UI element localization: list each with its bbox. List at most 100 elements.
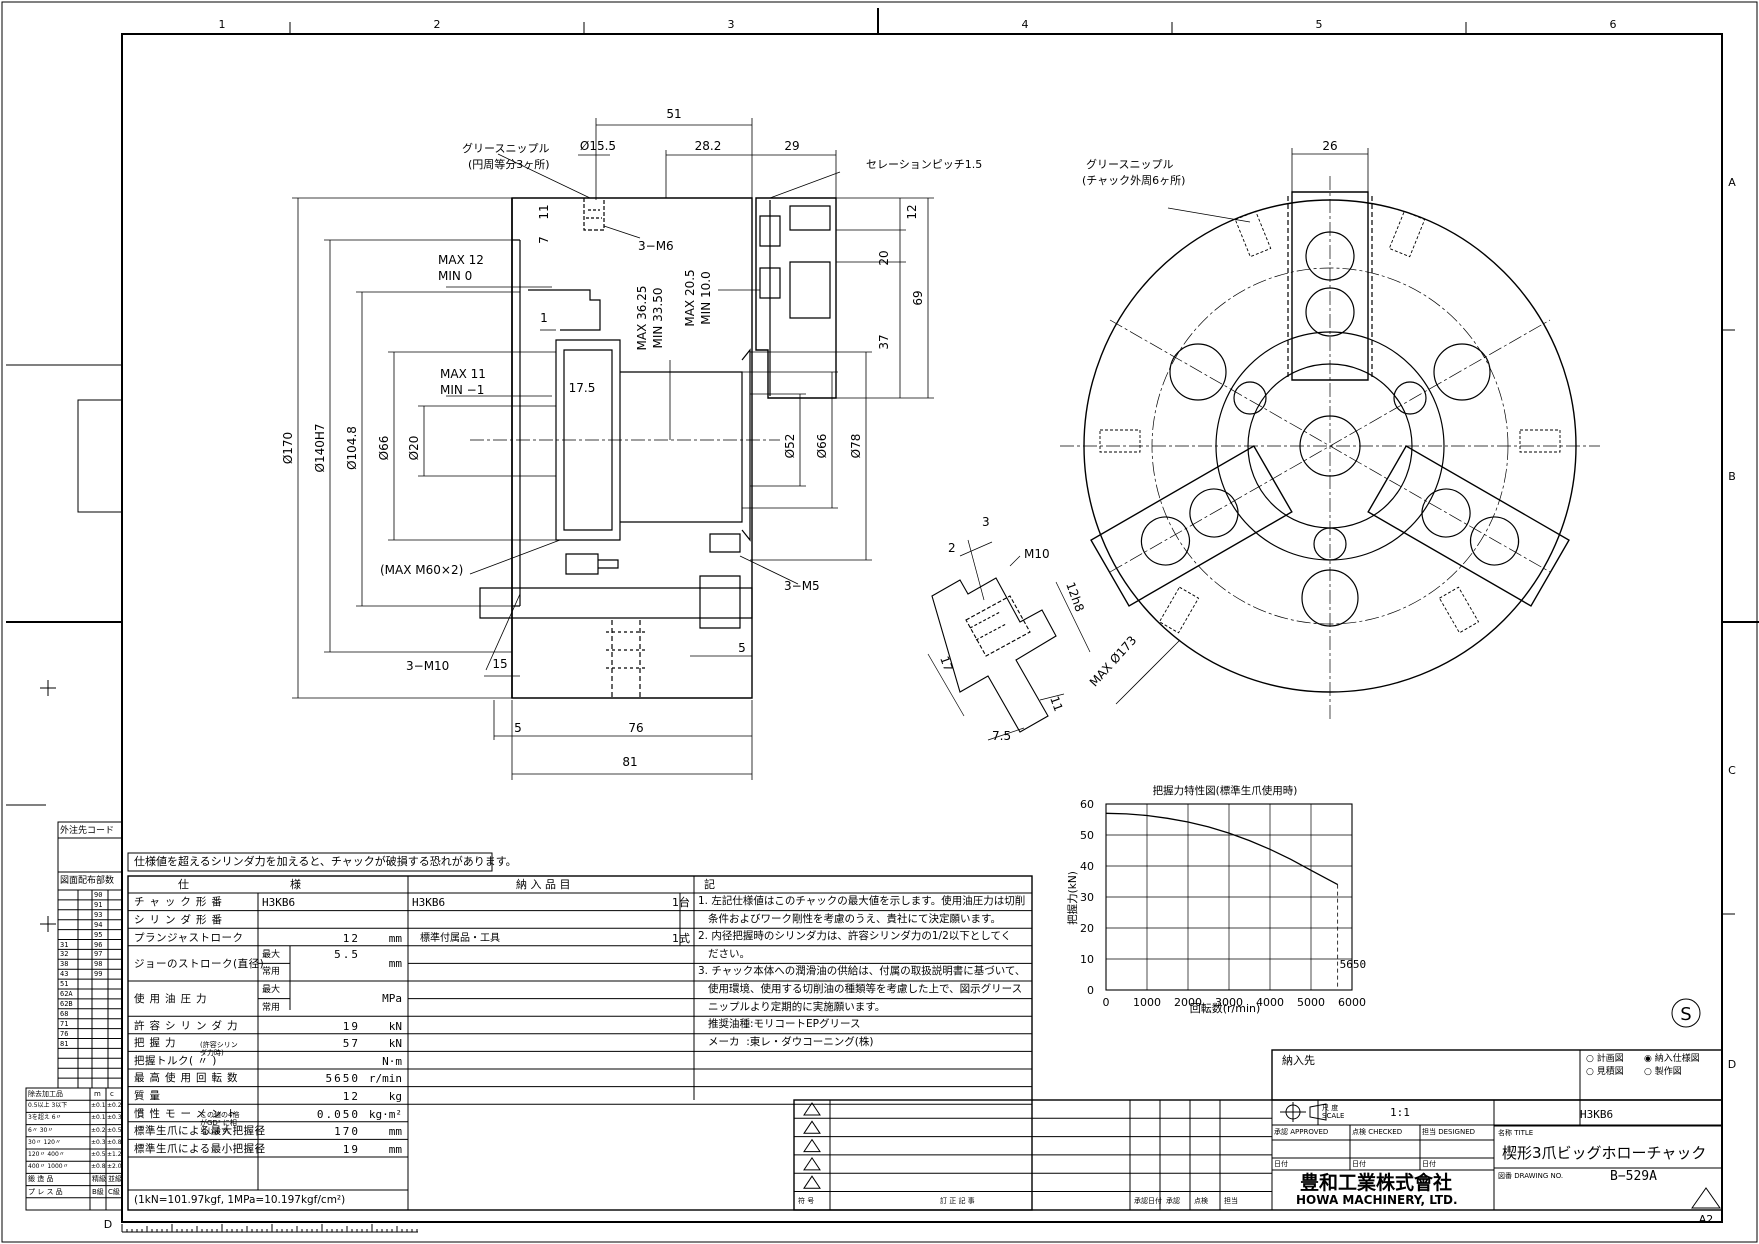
- y-tick-label: 30: [1080, 891, 1094, 904]
- grease-note-side-a: グリースニップル: [462, 141, 549, 155]
- note-line: メーカ :東レ・ダウコーニング(株): [698, 1035, 874, 1048]
- spec-value: 57: [342, 1037, 360, 1051]
- spec-value: H3KB6: [262, 896, 296, 910]
- option-label: 納入仕様図: [1654, 1054, 1700, 1064]
- revision-header: 符 号: [798, 1196, 815, 1205]
- dim-29: 29: [784, 139, 799, 153]
- spec-sub-label: 常用: [262, 967, 281, 978]
- x-tick-label: 1000: [1133, 996, 1161, 1009]
- tol-cell: 0.5以上 3以下: [28, 1102, 68, 1110]
- notes-header: 記: [704, 878, 715, 891]
- serration-note: セレーションピッチ1.5: [866, 158, 982, 171]
- jaw-m10: M10: [1024, 547, 1050, 561]
- tol-header: c: [110, 1090, 114, 1098]
- x-tick-label: 3000: [1215, 996, 1243, 1009]
- dept-cell: 71: [60, 1019, 69, 1028]
- zone-4: 4: [1022, 18, 1029, 31]
- tol-cell: ±2.0: [107, 1163, 122, 1171]
- delivery-qty-1: 1台: [672, 896, 690, 909]
- tol-foot: 鍛 造 品: [28, 1175, 54, 1184]
- note-max12: MAX 12: [438, 253, 484, 267]
- dim-81: 81: [622, 755, 637, 769]
- y-tick-label: 0: [1087, 984, 1094, 997]
- spec-label-note: この値の4倍がGD² に相当します。: [200, 1111, 240, 1135]
- jaw-dim-3: 3: [982, 515, 990, 529]
- tol-cell: ±0.3: [107, 1114, 122, 1122]
- dim-20: 20: [877, 250, 891, 265]
- note-thread: (MAX M60×2): [380, 563, 463, 577]
- spec-header-2: 様: [290, 878, 301, 891]
- code-cell: 95: [94, 930, 103, 939]
- note-m6: 3−M6: [638, 239, 674, 253]
- max-speed-label: 5650: [1340, 958, 1367, 971]
- spec-unit: kN: [388, 1019, 402, 1033]
- revision-header: 訂 正 記 事: [940, 1196, 975, 1205]
- tol-cell: ±0.3: [91, 1138, 106, 1146]
- jaw-dim-11: 11: [1047, 694, 1065, 713]
- code-cell: 98: [94, 960, 103, 969]
- radio-icon: ○: [1644, 1067, 1655, 1077]
- spec-value: 170: [334, 1125, 360, 1139]
- option-0: ○ 計画図: [1586, 1054, 1624, 1064]
- code-cell: 97: [94, 950, 103, 959]
- note-max36: MAX 36.25: [635, 286, 649, 351]
- code-cell: 90: [94, 891, 103, 899]
- revision-header: 承認日付: [1134, 1196, 1162, 1205]
- code-cell: 99: [94, 970, 103, 979]
- dim-26: 26: [1322, 139, 1337, 153]
- y-tick-label: 40: [1080, 860, 1094, 873]
- x-tick-label: 5000: [1297, 996, 1325, 1009]
- note-line: 使用環境、使用する切削油の種類等を考慮した上で、図示グリース: [698, 983, 1023, 995]
- delivery-qty-2: 1式: [672, 932, 690, 945]
- zone-2: 2: [434, 18, 441, 31]
- spec-value: 19: [342, 1019, 360, 1033]
- spec-label: ジョーのストローク(直径): [134, 957, 265, 970]
- company-name-jp: 豊和工業株式會社: [1300, 1172, 1453, 1194]
- spec-unit: mm: [388, 956, 402, 970]
- option-1: ◉ 納入仕様図: [1644, 1054, 1700, 1064]
- note-line: 推奨油種:モリコートEPグリース: [698, 1018, 861, 1031]
- approved-label: 承認 APPROVED: [1274, 1128, 1329, 1136]
- tol-cell: ±0.2: [107, 1102, 122, 1110]
- y-tick-label: 10: [1080, 953, 1094, 966]
- option-label: 製作図: [1654, 1067, 1682, 1077]
- radio-icon: ○: [1586, 1067, 1597, 1077]
- note-line: ニップルより定期的に実施願います。: [698, 1000, 886, 1013]
- dim-7: 7: [537, 236, 551, 244]
- spec-unit: mm: [388, 1125, 402, 1139]
- jaw-dim-12h8: 12h8: [1063, 580, 1087, 613]
- tol-header: m: [94, 1090, 101, 1098]
- x-tick-label: 4000: [1256, 996, 1284, 1009]
- side-view-dimensions: [292, 118, 934, 780]
- y-tick-label: 50: [1080, 829, 1094, 842]
- radio-icon: ◉: [1644, 1054, 1655, 1064]
- dim-phi104: Ø104.8: [345, 426, 359, 470]
- spec-label: 標準生爪による最小把握径: [134, 1142, 266, 1155]
- tol-foot: B級: [92, 1187, 104, 1196]
- x-tick-label: 6000: [1338, 996, 1366, 1009]
- delivery-item-1: H3KB6: [412, 896, 446, 909]
- tol-cell: ±0.1: [91, 1114, 106, 1122]
- dim-phi78: Ø78: [849, 434, 863, 459]
- zone-6: 6: [1610, 18, 1617, 31]
- zone-A: A: [1728, 176, 1736, 189]
- zone-3: 3: [728, 18, 735, 31]
- spec-label: 最高使用回転数: [134, 1072, 243, 1085]
- spec-unit: r/min: [368, 1072, 402, 1086]
- drawing-title: 楔形3爪ビッグホローチャック: [1502, 1144, 1707, 1162]
- dim-11: 11: [537, 204, 551, 219]
- date-label-3: 日付: [1422, 1160, 1436, 1168]
- spec-sub-label: 常用: [262, 1002, 281, 1013]
- option-label: 見積図: [1596, 1067, 1624, 1077]
- scale-label: 尺 度 SCALE: [1322, 1104, 1345, 1120]
- jaw-dim-17: 17: [937, 654, 955, 673]
- tol-cell: 120〃 400〃: [28, 1151, 65, 1158]
- tol-header: 除去加工品: [28, 1090, 63, 1098]
- note-min33: MIN 33.50: [651, 287, 665, 348]
- dim-phi140: Ø140H7: [313, 423, 327, 472]
- dim-max173: MAX Ø173: [1087, 633, 1140, 689]
- option-label: 計画図: [1596, 1054, 1624, 1064]
- tol-cell: 3を超え 6〃: [28, 1114, 62, 1122]
- spec-sub-label: 最大: [262, 949, 281, 960]
- title-label: 名称 TITLE: [1498, 1129, 1534, 1137]
